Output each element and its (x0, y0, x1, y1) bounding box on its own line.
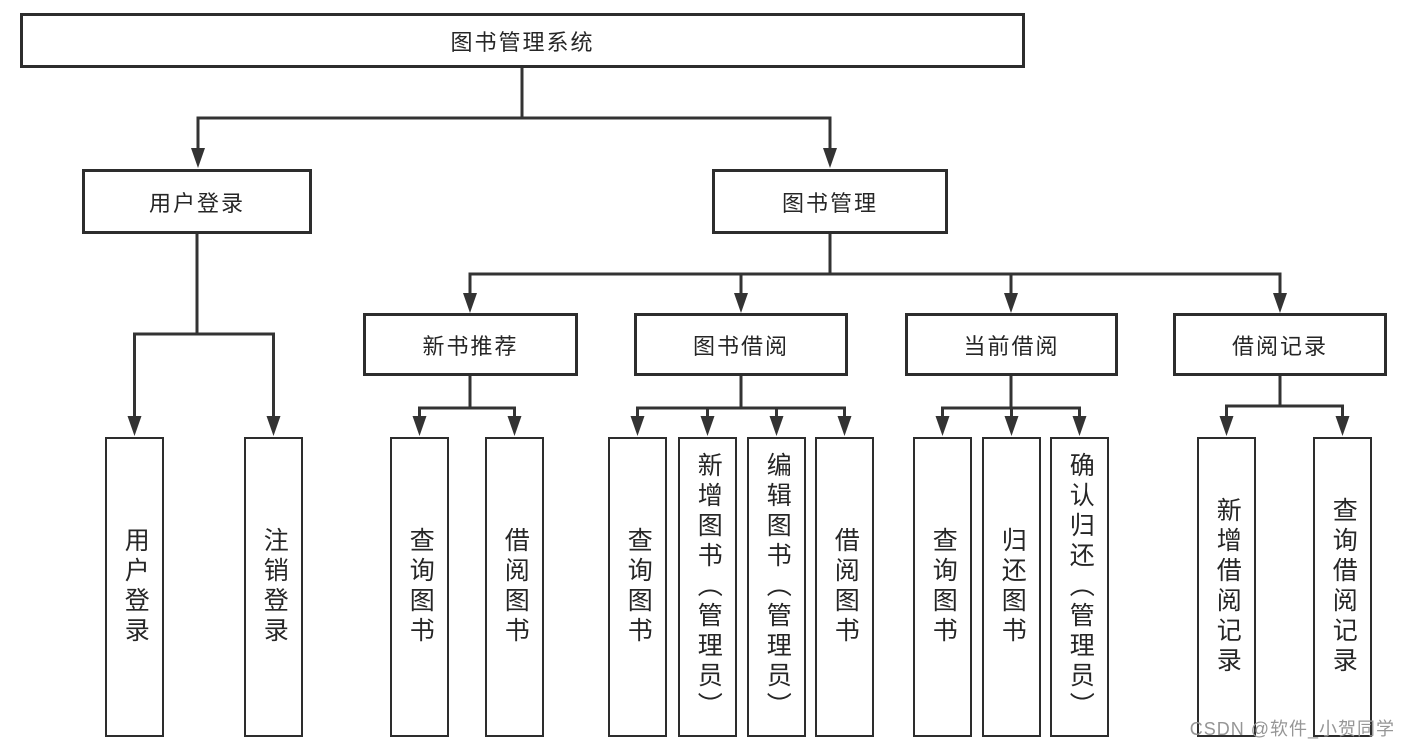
arrowhead-leaf-br-add (1219, 416, 1234, 436)
csdn-watermark: CSDN @软件_小贺同学 (1189, 719, 1395, 739)
node-label: 新增图书（管理员） (694, 452, 723, 722)
arrowhead-leaf-bb-add (700, 416, 715, 436)
arrowhead-leaf-cb-query (935, 416, 950, 436)
arrowhead-leaf-bb-borrow (837, 416, 852, 436)
arrowhead-leaf-bb-query (630, 416, 645, 436)
leaf-br-add-record: 新增借阅记录 (1197, 437, 1256, 737)
edges-root-to-children (191, 66, 837, 168)
leaf-user-login: 用户登录 (105, 437, 164, 737)
node-label: 借阅图书 (831, 527, 860, 647)
node-label: 查询图书 (406, 527, 435, 647)
leaf-cb-query-books: 查询图书 (913, 437, 972, 737)
arrowhead-leaf-cb-confirm (1072, 416, 1087, 436)
edges-current-borrowing-to-children (935, 376, 1087, 436)
node-label: 用户登录 (121, 527, 150, 647)
node-book-borrowing: 图书借阅 (634, 313, 848, 376)
leaf-br-query-record: 查询借阅记录 (1313, 437, 1372, 737)
node-label: 图书管理系统 (450, 29, 595, 55)
leaf-logout: 注销登录 (244, 437, 303, 737)
arrowhead-leaf-nb-borrow (507, 416, 522, 436)
arrowhead-leaf-bb-edit (769, 416, 784, 436)
node-user-login: 用户登录 (82, 169, 312, 234)
leaf-bb-query-books: 查询图书 (608, 437, 667, 737)
leaf-cb-return-books: 归还图书 (982, 437, 1041, 737)
arrowhead-borrowing-records (1273, 293, 1287, 313)
node-book-management: 图书管理 (712, 169, 948, 234)
node-label: 查询图书 (624, 527, 653, 647)
node-label: 借阅记录 (1231, 333, 1328, 359)
edges-borrowing-records-to-children (1219, 376, 1350, 436)
edges-user-login-to-children (127, 233, 281, 436)
edges-new-book-recommendation-to-children (412, 376, 522, 436)
edge-current-borrowing-trunk (941, 376, 1081, 419)
edge-book-management-trunk (468, 234, 1282, 295)
edges-book-management-to-children (463, 234, 1287, 313)
node-label: 图书借阅 (692, 333, 789, 359)
arrowhead-current-borrowing (1004, 293, 1018, 313)
leaf-bb-add-books-admin: 新增图书（管理员） (678, 437, 737, 737)
leaf-nb-query-books: 查询图书 (390, 437, 449, 737)
arrowhead-new-book-recommendation (463, 293, 477, 313)
node-label: 当前借阅 (963, 333, 1060, 359)
node-label: 查询图书 (929, 527, 958, 647)
edge-root-trunk (196, 66, 832, 150)
node-borrowing-records: 借阅记录 (1173, 313, 1387, 376)
edge-borrowing-records-trunk (1225, 376, 1344, 419)
arrowhead-user-login (191, 148, 205, 168)
node-label: 新增借阅记录 (1213, 497, 1242, 677)
edges-book-borrowing-to-children (630, 376, 852, 436)
node-label: 确认归还（管理员） (1066, 452, 1095, 722)
arrowhead-leaf-br-query (1335, 416, 1350, 436)
node-new-book-recommendation: 新书推荐 (363, 313, 578, 376)
arrowhead-leaf-cb-return (1004, 416, 1019, 436)
node-label: 借阅图书 (501, 527, 530, 647)
node-label: 新书推荐 (422, 333, 519, 359)
leaf-nb-borrow-books: 借阅图书 (485, 437, 544, 737)
arrowhead-book-management (823, 148, 837, 168)
node-label: 用户登录 (148, 190, 245, 216)
edge-new-book-recommendation-trunk (418, 376, 516, 419)
leaf-bb-borrow-books: 借阅图书 (815, 437, 874, 737)
node-library-management-system: 图书管理系统 (20, 13, 1025, 68)
edge-user-login-trunk (133, 233, 275, 419)
arrowhead-leaf-logout (266, 416, 281, 436)
node-label: 编辑图书（管理员） (763, 452, 792, 722)
edge-book-borrowing-trunk (636, 376, 846, 419)
arrowhead-book-borrowing (734, 293, 748, 313)
node-label: 注销登录 (260, 527, 289, 647)
node-label: 查询借阅记录 (1329, 497, 1358, 677)
leaf-bb-edit-books-admin: 编辑图书（管理员） (747, 437, 806, 737)
node-label: 归还图书 (998, 527, 1027, 647)
leaf-cb-confirm-return-admin: 确认归还（管理员） (1050, 437, 1109, 737)
node-label: 图书管理 (781, 190, 878, 216)
node-current-borrowing: 当前借阅 (905, 313, 1118, 376)
arrowhead-leaf-user-login (127, 416, 142, 436)
arrowhead-leaf-nb-query (412, 416, 427, 436)
